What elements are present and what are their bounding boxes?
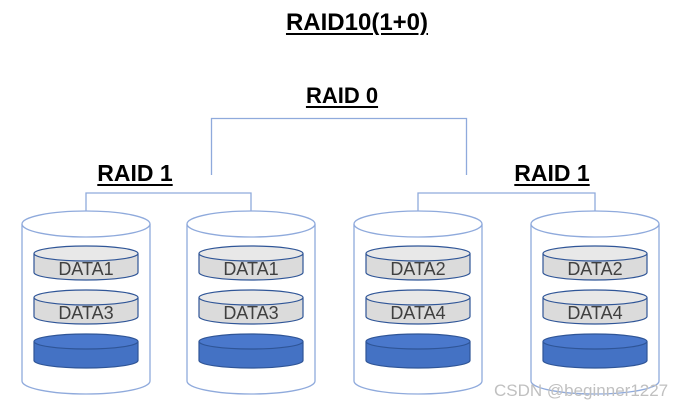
disk-cylinder-top	[353, 210, 483, 238]
data-slot-top	[542, 245, 648, 262]
raid0-label: RAID 0	[305, 83, 379, 108]
raid1-left-connector	[85, 192, 252, 213]
data-slot-label: DATA3	[58, 303, 113, 323]
data-slot-top	[33, 245, 139, 262]
data-slot-label: DATA4	[567, 303, 622, 323]
data-slot-top	[33, 289, 139, 306]
disk-2: DATA1 DATA3	[186, 210, 316, 395]
data-slot-label: DATA3	[223, 303, 278, 323]
diagram-title: RAID10(1+0)	[285, 9, 429, 36]
data-slot-top	[365, 245, 471, 262]
raid1-right-connector	[417, 192, 596, 213]
free-slot-top	[365, 333, 471, 350]
disk-cylinder-top	[530, 210, 660, 238]
disk-3: DATA2 DATA4	[353, 210, 483, 395]
disk-cylinder-top	[186, 210, 316, 238]
data-slot-label: DATA4	[390, 303, 445, 323]
data-slot-label: DATA2	[390, 259, 445, 279]
csdn-watermark: CSDN @beginner1227	[494, 381, 669, 400]
free-slot-top	[33, 333, 139, 350]
raid1-right-label: RAID 1	[514, 160, 590, 186]
free-slot-top	[542, 333, 648, 350]
free-slot-top	[198, 333, 304, 350]
raid1-left-label: RAID 1	[97, 160, 173, 186]
disk-1: DATA1 DATA3	[21, 210, 151, 395]
data-slot-top	[542, 289, 648, 306]
data-slot-top	[198, 289, 304, 306]
data-slot-label: DATA1	[223, 259, 278, 279]
data-slot-top	[198, 245, 304, 262]
data-slot-label: DATA2	[567, 259, 622, 279]
disk-cylinder-top	[21, 210, 151, 238]
data-slot-label: DATA1	[58, 259, 113, 279]
data-slot-top	[365, 289, 471, 306]
disk-4: DATA2 DATA4	[530, 210, 660, 395]
raid0-connector	[210, 117, 468, 175]
